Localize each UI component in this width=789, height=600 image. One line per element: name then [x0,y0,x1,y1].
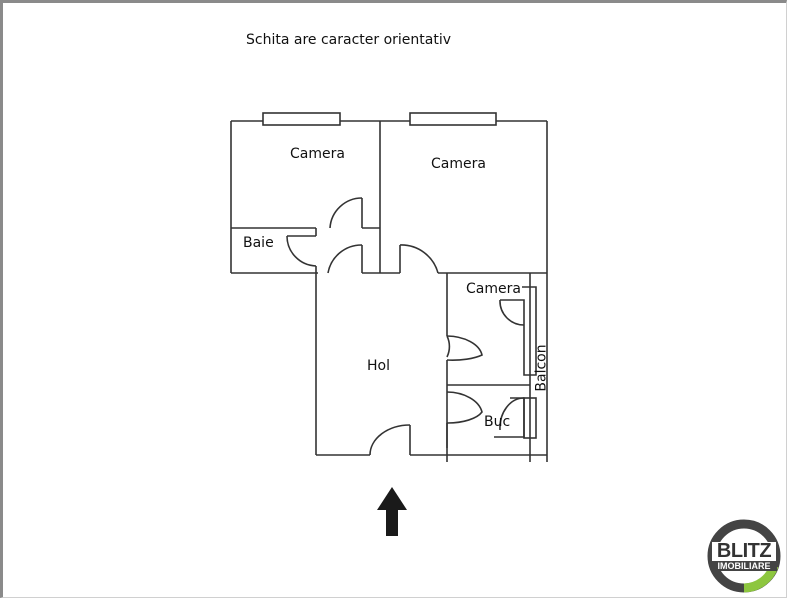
room-label-baie: Baie [243,235,274,251]
room-label-camera-2: Camera [431,156,486,172]
logo-text-blitz: BLITZ [716,540,772,562]
sketch-disclaimer: Schita are caracter orientativ [246,32,452,48]
window-top-right [409,112,497,126]
room-label-buc: Buc [484,414,511,430]
room-label-hol: Hol [367,358,390,374]
room-label-balcon: Balcon [533,344,550,392]
window-top-left [262,112,341,126]
logo-text-imobiliare: IMOBILIARE [711,561,777,571]
room-label-camera-1: Camera [290,146,345,162]
blitz-imobiliare-logo: BLITZ IMOBILIARE [706,518,782,594]
room-label-camera-3: Camera [466,281,521,297]
up-arrow-icon [377,487,407,536]
